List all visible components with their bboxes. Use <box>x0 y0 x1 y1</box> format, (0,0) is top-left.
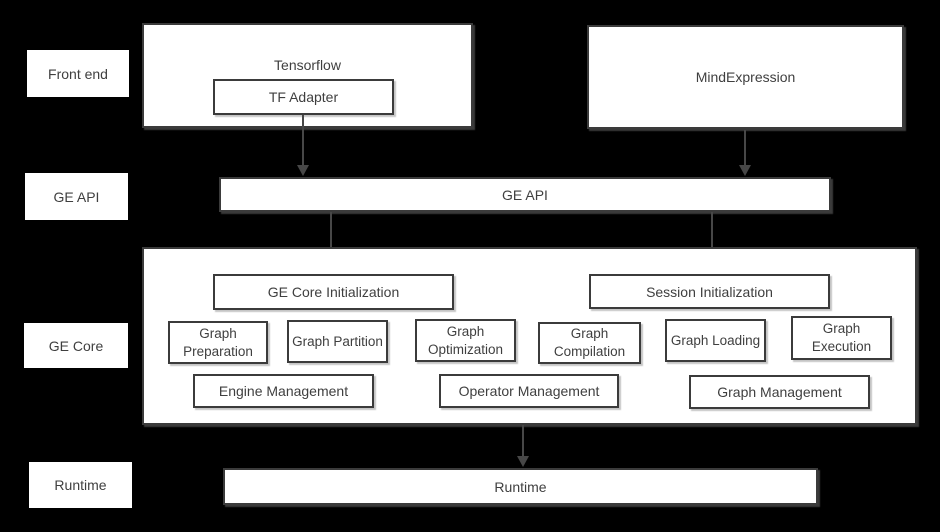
node-runtime: Runtime <box>223 468 818 505</box>
node-ge-api: GE API <box>219 177 831 212</box>
node-operator-management: Operator Management <box>439 374 619 408</box>
node-tf-adapter: TF Adapter <box>213 79 394 115</box>
node-tensorflow-label: Tensorflow <box>274 57 341 73</box>
arrow-shaft <box>302 115 304 165</box>
row-label-runtime: Runtime <box>29 462 132 508</box>
node-mindexpression: MindExpression <box>587 25 904 129</box>
node-session-initialization: Session Initialization <box>589 274 830 309</box>
node-graph-management: Graph Management <box>689 375 870 409</box>
row-label-front-end: Front end <box>27 50 129 97</box>
arrow-tf-adapter-to-ge-api <box>297 115 309 176</box>
arrow-shaft <box>330 212 332 262</box>
node-ge-core-initialization: GE Core Initialization <box>213 274 454 310</box>
node-engine-management: Engine Management <box>193 374 374 408</box>
node-graph-execution: Graph Execution <box>791 316 892 360</box>
row-label-ge-core: GE Core <box>24 323 128 368</box>
arrow-shaft <box>522 425 524 456</box>
node-graph-preparation: Graph Preparation <box>168 321 268 364</box>
row-label-ge-api: GE API <box>25 173 128 220</box>
node-graph-loading: Graph Loading <box>665 319 766 362</box>
node-graph-compilation: Graph Compilation <box>538 322 641 364</box>
arrow-shaft <box>711 212 713 262</box>
arrow-mindexpression-to-ge-api <box>739 130 751 176</box>
node-graph-partition: Graph Partition <box>287 320 388 363</box>
arrow-head-icon <box>517 456 529 467</box>
arrow-ge-core-to-runtime <box>517 425 529 467</box>
arrow-shaft <box>744 130 746 165</box>
arrow-head-icon <box>297 165 309 176</box>
arrow-head-icon <box>739 165 751 176</box>
node-graph-optimization: Graph Optimization <box>415 319 516 362</box>
